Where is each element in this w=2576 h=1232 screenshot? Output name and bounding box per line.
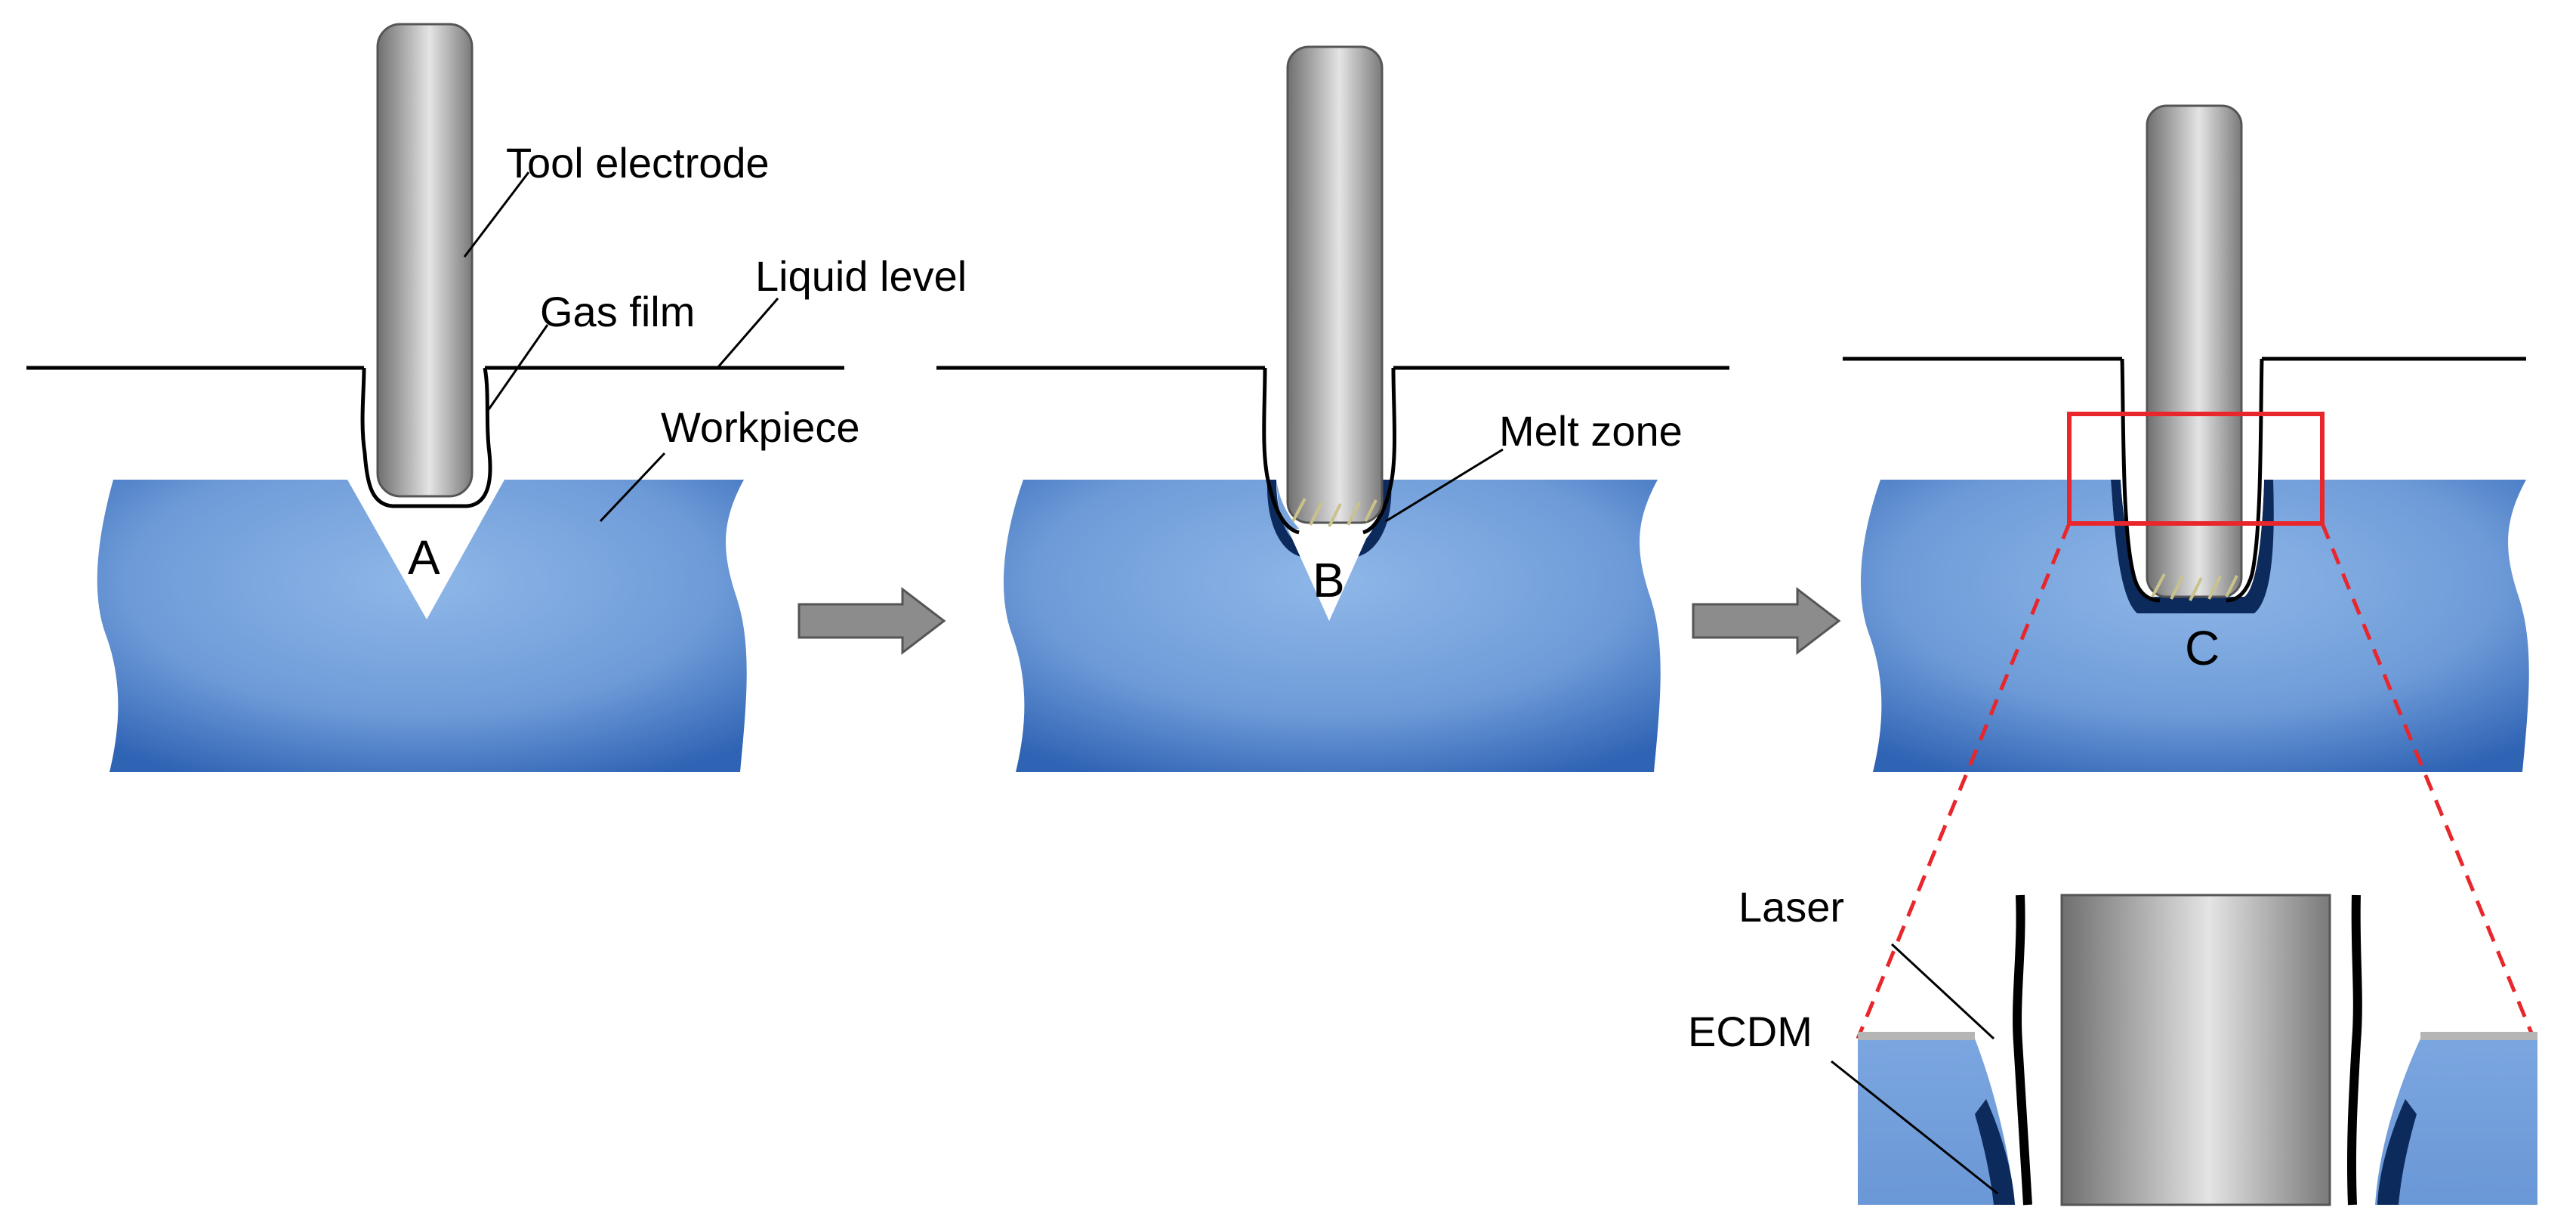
- stage-label-a: A: [408, 530, 440, 585]
- process-arrow-1: [797, 586, 946, 656]
- zoom-line-right: [2320, 523, 2536, 1039]
- zoom-gas-film-left: [2013, 894, 2032, 1206]
- melt-zone-label: Melt zone: [1499, 407, 1683, 455]
- tool-electrode-c: [2146, 104, 2243, 598]
- zoom-tool-electrode: [2060, 894, 2331, 1206]
- spark-hatch-c: [2151, 573, 2238, 601]
- workpiece-a: [97, 480, 747, 772]
- panel-a-annotations: Tool electrode Gas film Liquid level Wor…: [463, 139, 967, 523]
- gas-film-c: [2120, 358, 2264, 603]
- panel-a: A: [26, 23, 844, 772]
- melt-zone-c: [2111, 480, 2274, 613]
- tool-electrode-a: [376, 23, 474, 498]
- ecdm-layer-left: [1975, 1099, 2015, 1205]
- gas-film-a: [360, 367, 492, 508]
- tool-electrode-label: Tool electrode: [506, 139, 770, 187]
- stage-label-c: C: [2185, 621, 2220, 675]
- zoom-workpiece-left: [1858, 1039, 2015, 1205]
- workpiece-c: [1860, 480, 2529, 772]
- zoom-line-left: [1856, 523, 2072, 1039]
- process-arrow-2: [1692, 586, 1841, 656]
- panel-c: C: [1843, 104, 2536, 1039]
- gas-film-b: [1262, 367, 1397, 535]
- zoom-detail: Laser ECDM: [1688, 883, 2537, 1206]
- laser-layer-right: [2420, 1032, 2537, 1040]
- zoom-box: [2067, 412, 2325, 526]
- stage-label-b: B: [1313, 553, 1345, 607]
- laser-layer-left: [1858, 1032, 1975, 1040]
- zoom-gas-film-right: [2346, 894, 2362, 1206]
- ecdm-label: ECDM: [1688, 1008, 1812, 1055]
- laser-label: Laser: [1738, 883, 1844, 931]
- workpiece-label: Workpiece: [661, 403, 860, 451]
- zoom-workpiece-right: [2375, 1039, 2537, 1205]
- gas-film-label: Gas film: [540, 288, 695, 335]
- tool-electrode-b: [1286, 45, 1384, 524]
- liquid-level-label: Liquid level: [755, 252, 967, 300]
- ecdm-layer-right: [2377, 1099, 2417, 1205]
- spark-hatch-b: [1291, 498, 1377, 527]
- panel-b: B Melt zone: [936, 45, 1729, 772]
